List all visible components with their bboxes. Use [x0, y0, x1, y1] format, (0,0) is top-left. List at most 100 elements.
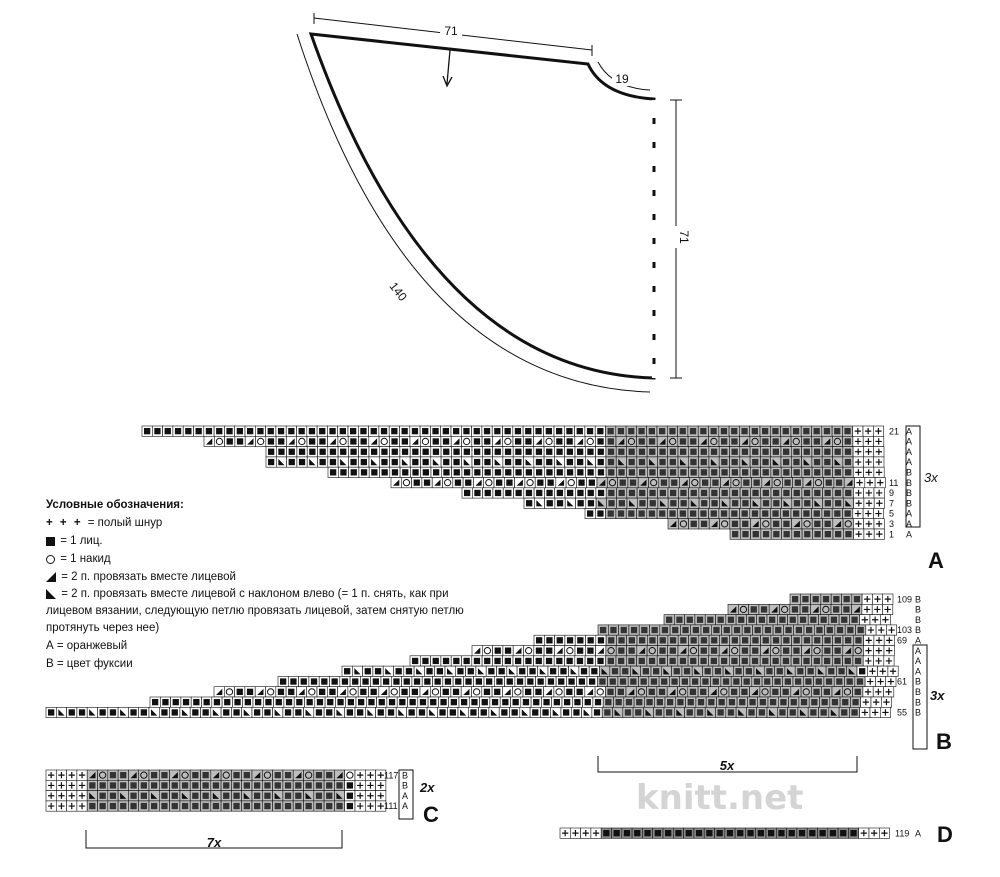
chart-B-cell [738, 686, 750, 698]
chart-B-cell [710, 676, 722, 688]
chart-B-row-color: B [915, 594, 921, 604]
chart-C-cell [272, 769, 284, 781]
chart-A-cell [677, 518, 689, 530]
chart-B-cell [751, 676, 763, 688]
chart-A-row-color: A [906, 457, 912, 467]
chart-A-cell [760, 518, 772, 530]
chart-A-cell [442, 477, 454, 489]
chart-A-cell [688, 497, 700, 509]
chart-A-cell [739, 518, 751, 530]
chart-A-cell [574, 446, 586, 458]
chart-A-cell [780, 508, 792, 519]
chart-C-cell [375, 790, 387, 802]
chart-B-cell [148, 706, 160, 718]
chart-A-cell [739, 497, 751, 509]
chart-A-cell [832, 528, 844, 540]
chart-B-cell [746, 706, 758, 718]
chart-A-cell [605, 435, 617, 447]
chart-C-cell [272, 779, 284, 791]
chart-A-cell [554, 446, 566, 458]
chart-B-cell [885, 676, 897, 688]
chart-B-cell [347, 686, 359, 698]
chart-B-cell [794, 665, 806, 677]
chart-B-cell [493, 676, 505, 688]
chart-D-cell [755, 827, 767, 839]
chart-A-cell [265, 456, 277, 468]
chart-B-cell [691, 665, 703, 677]
chart-B-cell [799, 603, 811, 615]
chart-B-cell [520, 696, 532, 708]
chart-C-cell [189, 769, 201, 781]
chart-B-cell [516, 665, 528, 677]
chart-B-cell [364, 706, 376, 718]
chart-C-cell [272, 790, 284, 802]
chart-A-cell [502, 446, 514, 458]
chart-B-cell [851, 603, 863, 615]
chart-A-row-number: 5 [889, 509, 894, 519]
chart-A-cell [791, 497, 803, 509]
legend-title: Условные обозначения: [46, 499, 184, 511]
chart-B-row-color: A [915, 656, 921, 666]
chart-B-cell [275, 686, 287, 698]
chart-A-cell [471, 446, 483, 458]
chart-B-cell [859, 706, 871, 718]
chart-C-cell [55, 769, 67, 781]
chart-B-cell [496, 665, 508, 677]
chart-C-cell [303, 790, 315, 802]
chart-B-cell [720, 676, 732, 688]
chart-B-cell [852, 686, 864, 698]
chart-B-cell [584, 655, 596, 667]
chart-B-cell [715, 706, 727, 718]
chart-B-cell [254, 686, 266, 698]
chart-B-cell [224, 686, 235, 698]
chart-B-cell [419, 686, 431, 698]
chart-D-cell [765, 827, 777, 839]
chart-C-cell [97, 790, 109, 802]
chart-B-cell [128, 706, 139, 718]
chart-A-cell [729, 446, 741, 458]
chart-A-cell [491, 425, 503, 437]
legend-text: В = цвет фуксии [46, 658, 133, 671]
chart-A-cell [574, 435, 586, 447]
chart-A-cell [473, 477, 484, 489]
chart-A-cell [421, 477, 433, 489]
chart-A-cell [822, 487, 834, 499]
chart-B-cell [529, 706, 541, 718]
chart-B-cell [169, 706, 181, 718]
chart-B-cell [385, 706, 397, 718]
chart-C-cell [189, 790, 201, 802]
chart-B-cell [791, 634, 803, 646]
chart-A-cell [430, 456, 442, 468]
chart-A-cell [751, 477, 763, 489]
chart-A-row-number: 11 [889, 478, 898, 488]
chart-B-cell [808, 696, 820, 708]
chart-A-cell [801, 497, 813, 509]
chart-B-cell [854, 676, 866, 688]
chart-B-cell [815, 665, 827, 677]
chart-A-cell [873, 497, 885, 509]
chart-A-cell [873, 487, 885, 499]
chart-B-cell [800, 686, 812, 698]
chart-B-cell [780, 645, 792, 657]
chart-A-cell [832, 446, 844, 458]
chart-A-cell [720, 477, 732, 489]
chart-B-cell [479, 696, 491, 708]
chart-B-cell [664, 696, 676, 708]
chart-A-cell [739, 456, 751, 468]
chart-B-cell [180, 696, 192, 708]
chart-A-cell [791, 528, 803, 540]
chart-A-cell [832, 487, 844, 499]
chart-B-cell [502, 655, 514, 667]
chart-B-cell [777, 696, 789, 708]
chart-C-cell [138, 800, 150, 812]
chart-B-cell [656, 655, 668, 667]
chart-D-cell [580, 827, 592, 839]
chart-B-cell [527, 665, 539, 677]
chart-A-cell [852, 508, 864, 519]
chart-C-cell [210, 800, 222, 812]
chart-A-cell [399, 466, 411, 478]
chart-A-cell [544, 487, 556, 499]
chart-B-cell [840, 603, 852, 615]
chart-C-cell [107, 790, 119, 802]
chart-B-cell [457, 706, 469, 718]
